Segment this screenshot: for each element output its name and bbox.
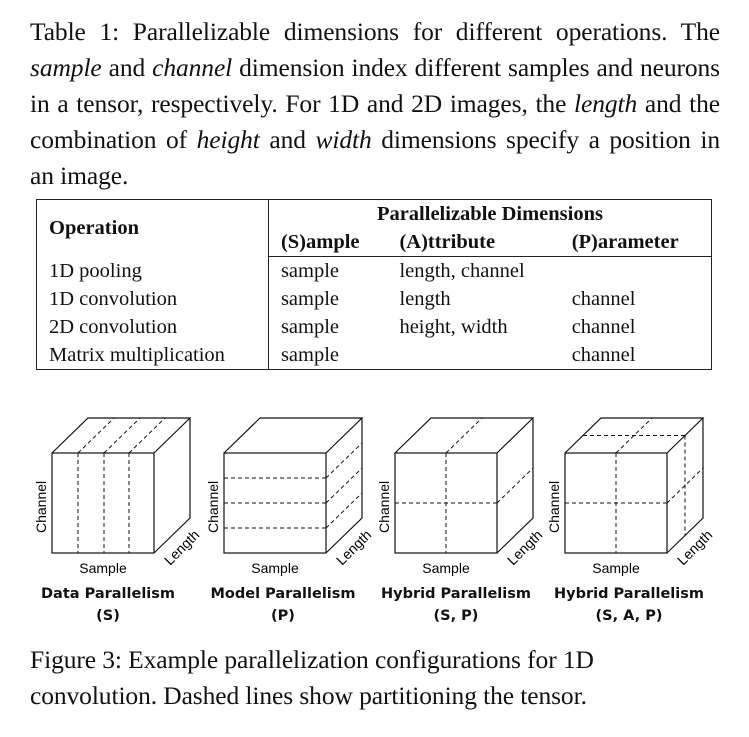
cube-diagram-data-parallelism: Channel Sample Length xyxy=(33,417,202,576)
attribute-cell xyxy=(387,341,559,370)
panel-title: Data Parallelism (S) xyxy=(18,583,198,627)
term-channel: channel xyxy=(152,53,233,82)
length-axis-label: Length xyxy=(161,527,203,569)
parameter-cell: channel xyxy=(571,316,636,338)
operation-header: Operation xyxy=(49,217,139,240)
sample-axis-label: Sample xyxy=(251,560,299,576)
sample-cell: sample xyxy=(267,285,388,313)
table-caption: Table 1: Parallelizable dimensions for d… xyxy=(30,14,720,194)
sample-axis-label: Sample xyxy=(422,560,470,576)
column-header: (S)ample xyxy=(267,228,388,257)
term-length: length xyxy=(574,89,638,118)
operation-cell: 1D pooling xyxy=(49,259,142,282)
caption-text: and the combination of xyxy=(30,89,720,154)
parallelizable-dimensions-table: Operation Parallelizable Dimensions (S)a… xyxy=(36,199,712,370)
panel-subtitle: (S, A, P) xyxy=(595,608,663,624)
operation-cell: 1D convolution xyxy=(49,288,178,310)
sample-axis-label: Sample xyxy=(592,560,640,576)
column-header: (A)ttribute xyxy=(387,228,560,257)
panel-title-text: Model Parallelism xyxy=(210,586,356,602)
panel-subtitle: (S) xyxy=(96,608,120,624)
panel-title-text: Hybrid Parallelism xyxy=(381,586,531,602)
caption-text: and xyxy=(259,125,316,154)
panel-subtitle: (S, P) xyxy=(433,608,479,624)
length-axis-label: Length xyxy=(333,527,375,569)
channel-axis-label: Channel xyxy=(205,481,221,533)
channel-axis-label: Channel xyxy=(33,481,49,533)
figure-caption: Figure 3: Example parallelization config… xyxy=(30,645,594,710)
table-row: 1D convolution sample length channel xyxy=(37,285,712,313)
panel-title-text: Hybrid Parallelism xyxy=(554,586,704,602)
group-header: Parallelizable Dimensions xyxy=(267,199,712,228)
table-row: 2D convolution sample height, width chan… xyxy=(37,313,712,341)
panel-title: Hybrid Parallelism (S, P) xyxy=(366,583,546,627)
cube-diagram-hybrid-parallelism-sap: Channel Sample Length xyxy=(546,417,715,576)
caption-text: dimensions specify a position in an imag… xyxy=(30,125,720,190)
panel-subtitle: (P) xyxy=(271,608,295,624)
caption-text: dimension index different samples and ne… xyxy=(30,53,720,118)
parameter-cell: channel xyxy=(571,344,636,366)
operation-cell: 2D convolution xyxy=(49,316,178,338)
sample-cell: sample xyxy=(267,313,388,341)
panel-title: Hybrid Parallelism (S, A, P) xyxy=(539,583,719,627)
term-height: height xyxy=(196,125,260,154)
parameter-cell xyxy=(560,257,712,286)
table-row: Matrix multiplication sample channel xyxy=(37,341,712,370)
term-sample: sample xyxy=(30,53,102,82)
sample-cell: sample xyxy=(267,256,388,285)
table-row: 1D pooling sample length, channel xyxy=(37,256,712,286)
attribute-cell: length, channel xyxy=(399,260,525,282)
caption-text: Table 1: Parallelizable dimensions for d… xyxy=(30,17,720,46)
length-axis-label: Length xyxy=(504,527,546,569)
panel-title-text: Data Parallelism xyxy=(41,586,175,602)
caption-text: and xyxy=(101,53,153,82)
cube-diagram-model-parallelism: Channel Sample Length xyxy=(205,417,374,576)
panel-title: Model Parallelism (P) xyxy=(193,583,373,627)
length-axis-label: Length xyxy=(674,527,716,569)
sample-cell: sample xyxy=(267,341,388,370)
attribute-cell: height, width xyxy=(399,316,508,338)
operation-cell: Matrix multiplication xyxy=(49,344,225,366)
attribute-cell: length xyxy=(399,288,451,310)
channel-axis-label: Channel xyxy=(376,481,392,533)
column-header: (P)arameter xyxy=(559,228,712,257)
term-width: width xyxy=(315,125,372,154)
cube-diagram-hybrid-parallelism-sp: Channel Sample Length xyxy=(376,417,545,576)
channel-axis-label: Channel xyxy=(546,481,562,533)
sample-axis-label: Sample xyxy=(79,560,127,576)
parameter-cell: channel xyxy=(571,288,636,310)
